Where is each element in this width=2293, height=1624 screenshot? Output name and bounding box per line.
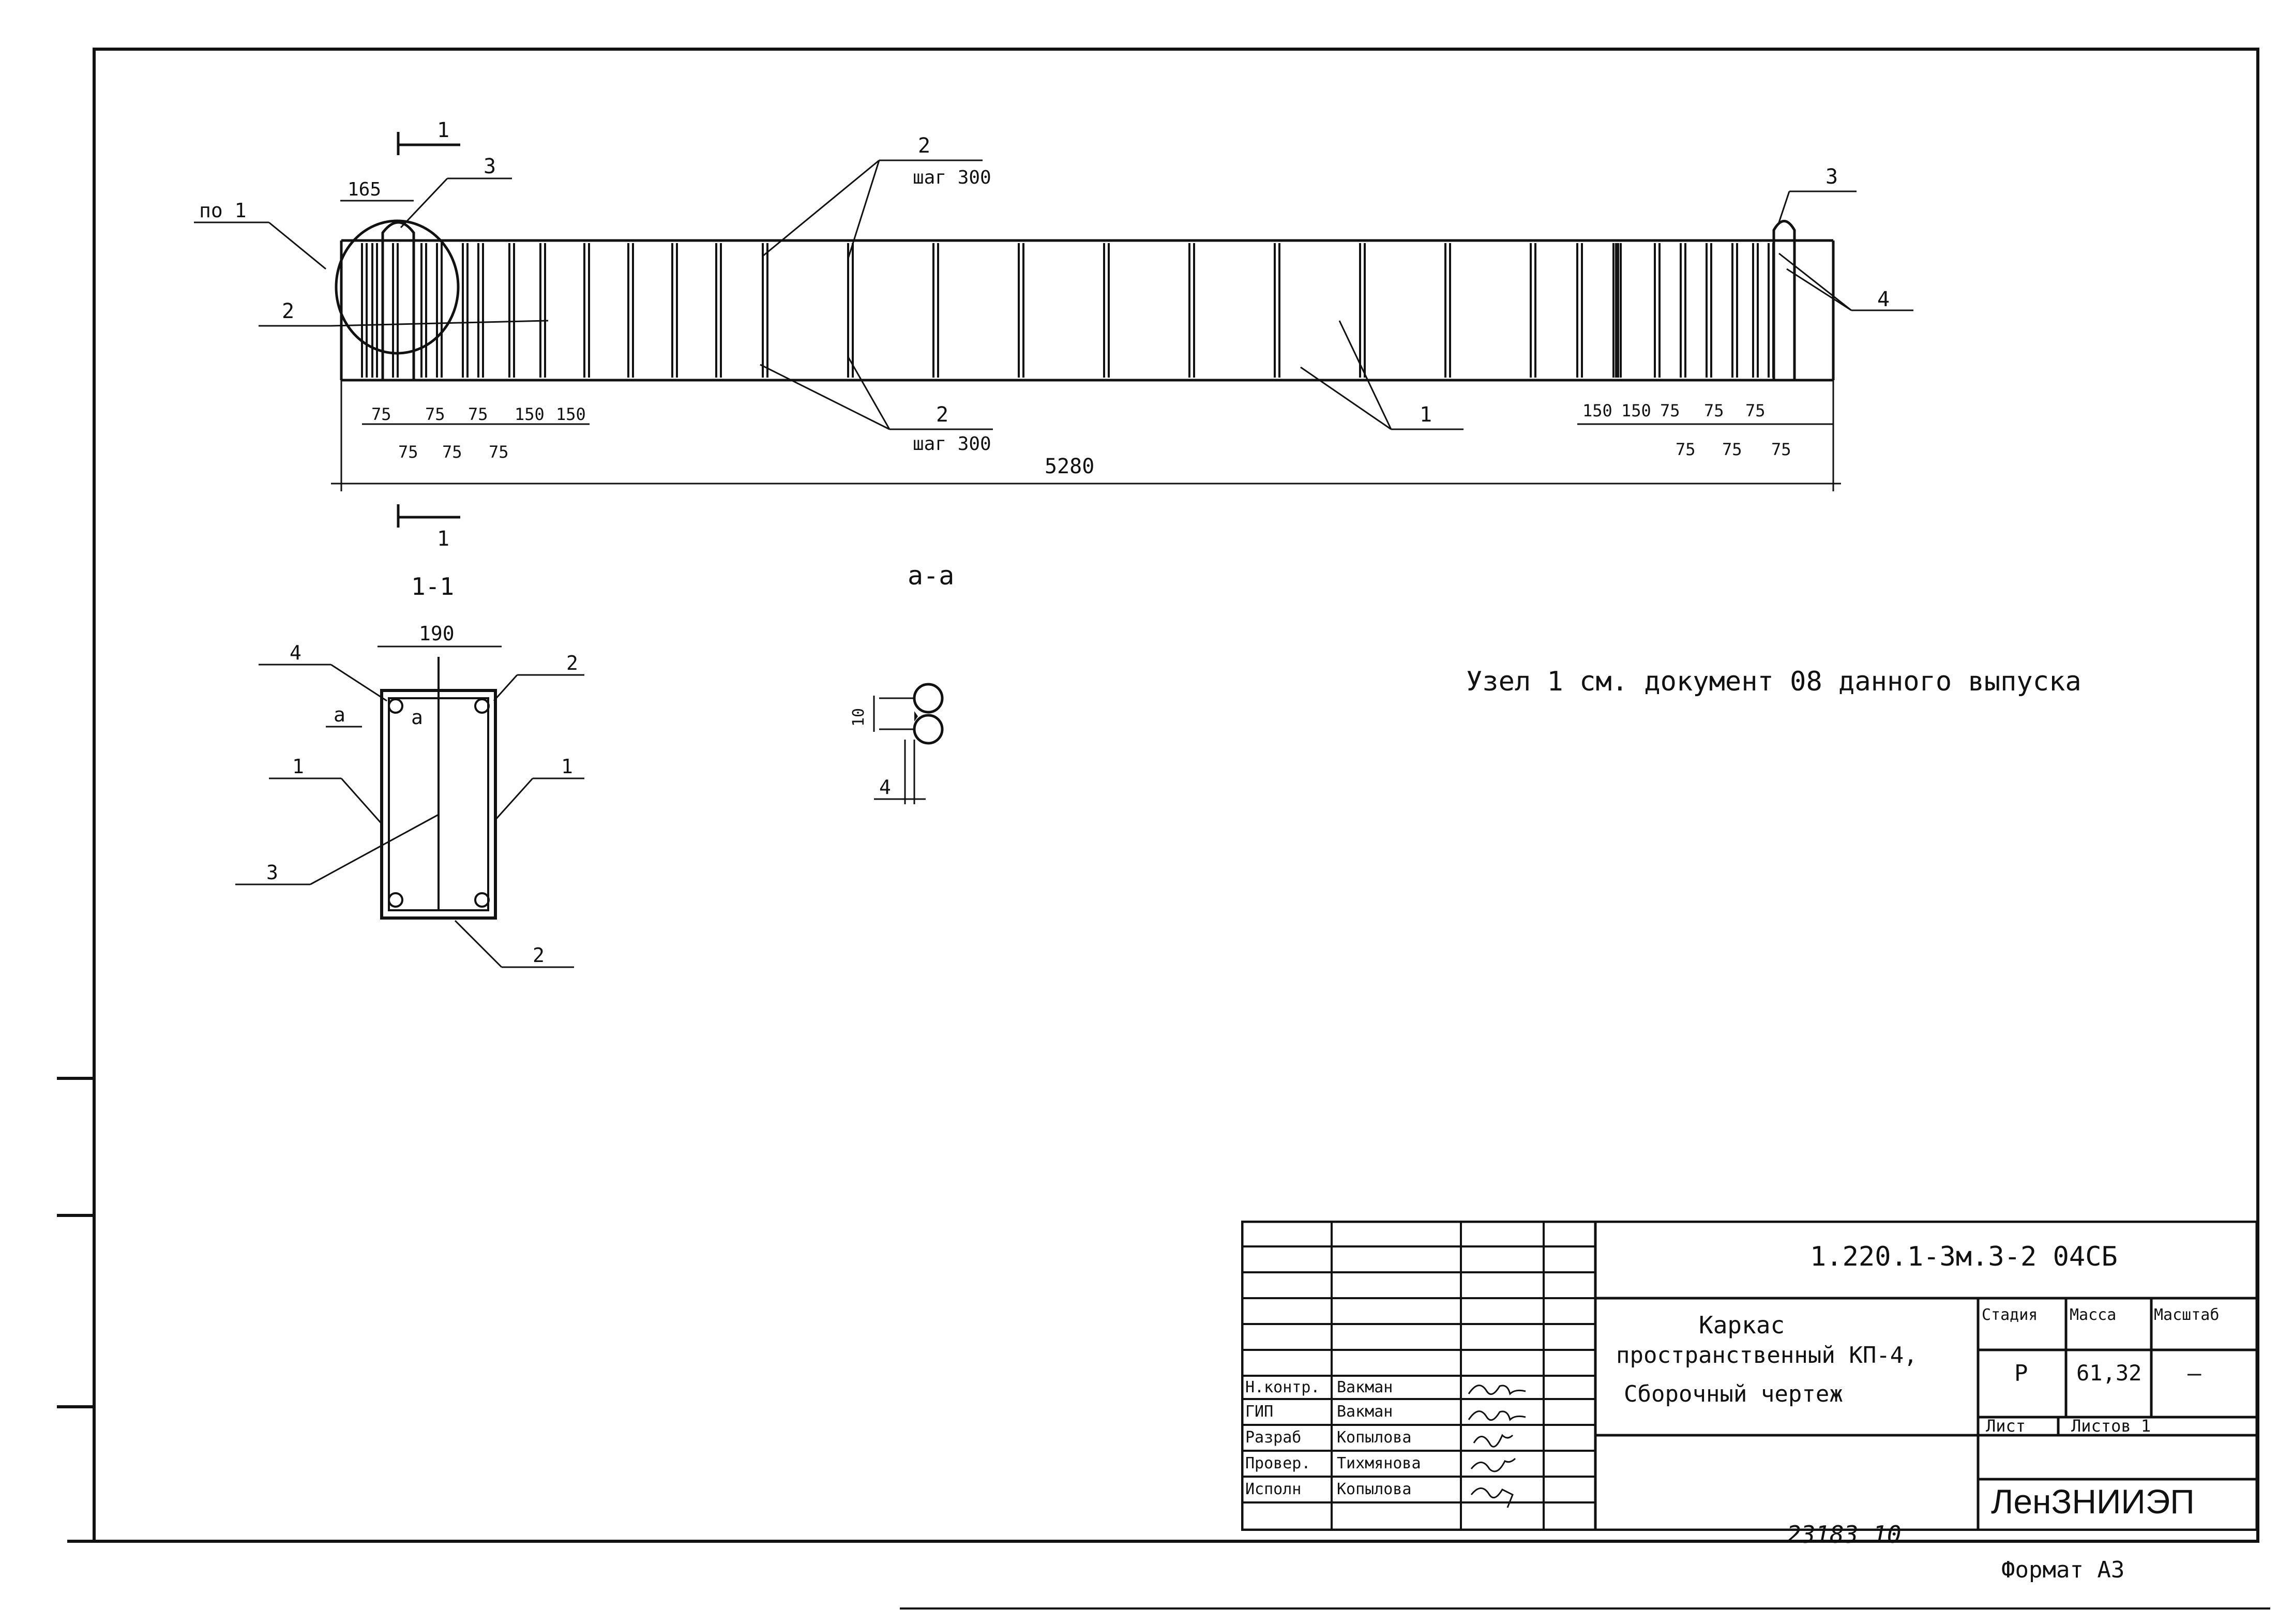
mark-2-bottom: 2 (936, 403, 948, 427)
step-bottom-label: шаг 300 (913, 433, 991, 455)
scale-value: — (2188, 1360, 2201, 1387)
section-width: 190 (419, 622, 455, 645)
mark-3-right: 3 (1826, 165, 1838, 189)
svg-text:1: 1 (292, 755, 304, 778)
sheets-label: Листов 1 (2071, 1416, 2151, 1436)
step-top-label: шаг 300 (913, 167, 991, 188)
signatures (1468, 1385, 1526, 1508)
svg-text:75: 75 (442, 442, 462, 462)
dim-165: 165 (348, 179, 381, 200)
overall-dimension: 5280 (1045, 455, 1094, 478)
section-mark-top: 1 (437, 118, 449, 142)
section-marks (397, 132, 460, 528)
svg-text:75: 75 (468, 404, 488, 424)
pos1-label: по 1 (199, 199, 247, 222)
node-circle (335, 219, 460, 355)
svg-text:150: 150 (515, 404, 545, 424)
inventory-number: 23183 10 (1787, 1521, 1902, 1548)
mass-value: 61,32 (2076, 1360, 2142, 1386)
header-mass: Масса (2070, 1306, 2117, 1324)
section-mark-bottom: 1 (437, 527, 449, 551)
svg-text:150: 150 (1621, 401, 1651, 420)
stirrup-lines (361, 243, 1774, 378)
loop-left (381, 221, 415, 380)
stage-value: Р (2014, 1360, 2028, 1387)
svg-text:75: 75 (1704, 401, 1724, 420)
svg-text:4: 4 (290, 641, 301, 664)
doc-code: 1.220.1-3м.3-2 04СБ (1810, 1241, 2118, 1272)
svg-text:75: 75 (398, 442, 418, 462)
section-title: 1-1 (411, 573, 454, 600)
svg-text:a: a (411, 706, 423, 729)
dims-left-top: 75 75 75 150 150 (371, 404, 586, 424)
svg-text:75: 75 (1676, 440, 1696, 459)
svg-text:150: 150 (1582, 401, 1612, 420)
svg-text:150: 150 (556, 404, 586, 424)
svg-text:75: 75 (1660, 401, 1680, 420)
svg-text:2: 2 (533, 944, 545, 967)
note-text: Узел 1 см. документ 08 данного выпуска (1466, 666, 2081, 697)
detail-title: а-а (908, 561, 954, 591)
svg-text:75: 75 (1722, 440, 1742, 459)
name-line1: Каркас (1699, 1311, 1785, 1339)
svg-text:3: 3 (266, 861, 278, 884)
header-scale: Масштаб (2154, 1306, 2220, 1324)
mark-4: 4 (1877, 288, 1890, 311)
sheet-label: Лист (1986, 1416, 2026, 1436)
svg-text:10: 10 (850, 708, 868, 727)
mark-2-top: 2 (918, 134, 930, 158)
cage-outline (340, 239, 1835, 382)
organization: ЛенЗНИИЭП (1991, 1482, 2195, 1521)
mark-2-left: 2 (282, 299, 294, 323)
section-1-1: 1-1 190 4 2 a a 1 1 3 2 (235, 573, 584, 968)
svg-text:4: 4 (879, 776, 891, 799)
detail-a-a: а-а 10 4 (850, 561, 954, 804)
sheet-frame (57, 48, 2270, 1610)
loop-right (1772, 220, 1796, 380)
svg-text:1: 1 (561, 755, 573, 778)
svg-text:a: a (334, 703, 345, 726)
svg-text:75: 75 (1771, 440, 1791, 459)
svg-text:75: 75 (1745, 401, 1766, 420)
header-stage: Стадия (1982, 1306, 2038, 1324)
svg-text:75: 75 (489, 442, 509, 462)
mark-1: 1 (1420, 403, 1432, 427)
title-block: 1.220.1-3м.3-2 04СБ Каркас пространствен… (1241, 1221, 2258, 1548)
dims-right-top: 150 150 75 75 75 (1582, 401, 1766, 420)
svg-text:75: 75 (371, 404, 391, 424)
format-label: Формат А3 (2001, 1557, 2125, 1583)
cage-elevation: по 1 165 3 2 шаг 300 3 4 2 2 шаг 300 1 1… (194, 118, 1913, 551)
name-line3: Сборочный чертеж (1624, 1381, 1843, 1407)
title-block-grid (1241, 1221, 2258, 1531)
svg-text:2: 2 (566, 652, 578, 674)
dims-right-bottom: 75 75 75 (1676, 440, 1791, 459)
dimension-lines (331, 200, 1841, 491)
name-line2: пространственный КП-4, (1616, 1342, 1918, 1369)
mark-3-left: 3 (484, 155, 496, 178)
svg-text:75: 75 (425, 404, 445, 424)
dims-left-bottom: 75 75 75 (398, 442, 509, 462)
leader-lines (194, 159, 1913, 430)
